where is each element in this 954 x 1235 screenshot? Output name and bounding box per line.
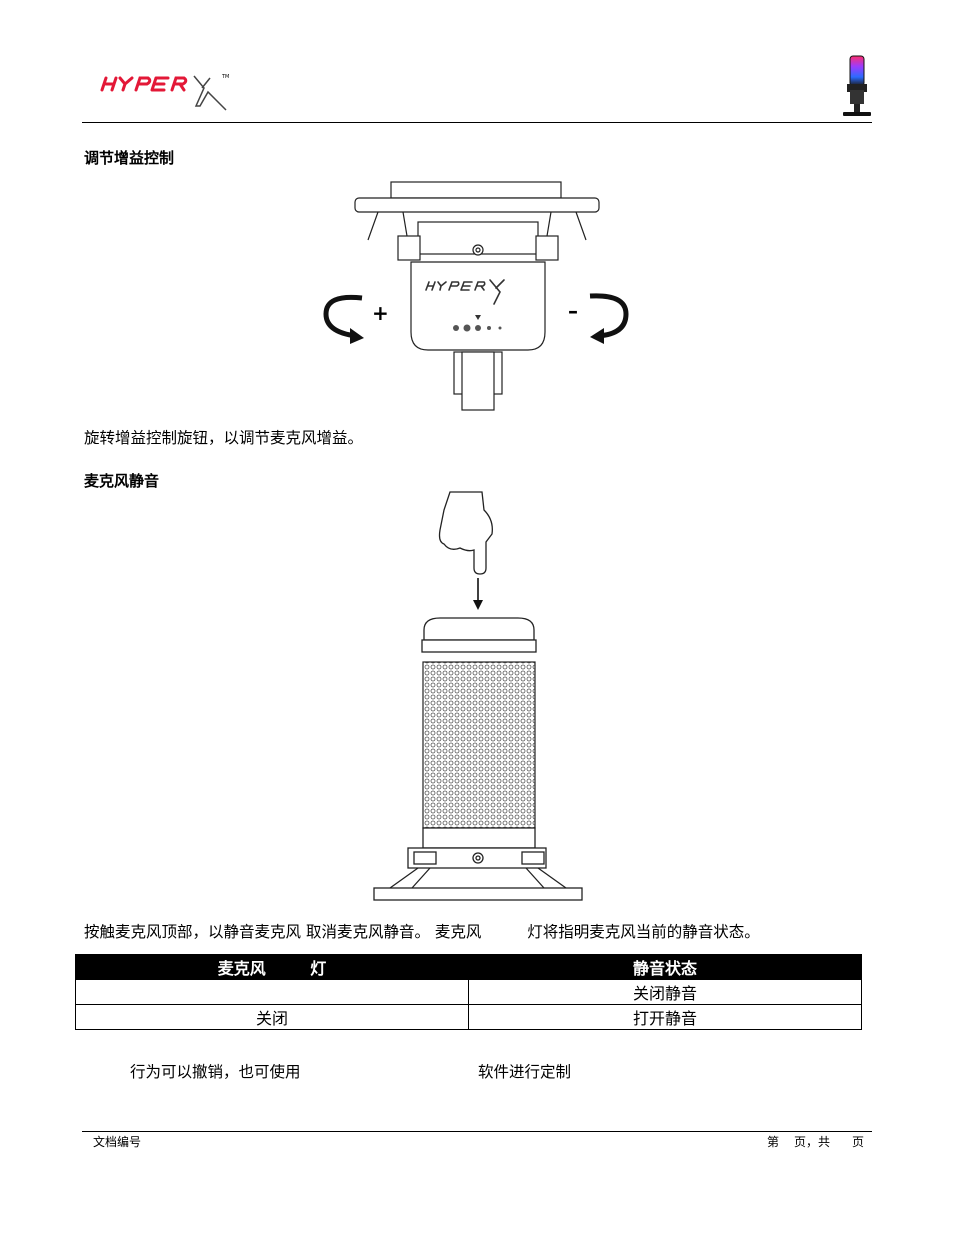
mute-section-title: 麦克风静音 [84,472,160,490]
doc-number-label: 文档编号 [93,1135,142,1149]
customization-note-part-2: 软件进行定制 [478,1063,572,1081]
page-total-label: 页 [852,1135,865,1149]
header-mute-status: 静音状态 [468,954,862,980]
table-cell: 打开静音 [468,1004,862,1030]
header-rule [82,122,872,123]
gain-description: 旋转增益控制旋钮，以调节麦克风增益。 [84,429,364,447]
table-row: 关闭静音 [75,979,862,1005]
tap-to-mute-illustration [373,491,583,901]
mute-status-table: 麦克风 灯 静音状态 关闭静音 关闭 打开静音 [75,954,862,1030]
gain-plus-label: + [372,301,389,325]
table-cell: 关闭 [75,1004,469,1030]
hyperx-logo: TM [100,74,229,111]
table-cell [75,979,469,1005]
footer-rule [82,1131,872,1132]
svg-text:TM: TM [221,74,229,80]
header-mic-led: 麦克风 灯 [75,954,469,980]
gain-section-title: 调节增益控制 [84,149,175,167]
customization-note-part-1: 行为可以撤销，也可使用 [130,1063,301,1081]
mute-description: 按触麦克风顶部，以静音麦克风 取消麦克风静音。 麦克风 灯将指明麦克风当前的静音… [84,923,760,941]
table-header-row: 麦克风 灯 静音状态 [75,954,862,980]
table-row: 关闭 打开静音 [75,1004,862,1030]
page-of-label: 页，共 [794,1135,831,1149]
gain-knob-illustration: + – [323,181,629,411]
page-word: 第 [767,1135,780,1149]
table-cell: 关闭静音 [468,979,862,1005]
microphone-product-icon [843,55,871,116]
gain-minus-label: – [568,299,578,323]
